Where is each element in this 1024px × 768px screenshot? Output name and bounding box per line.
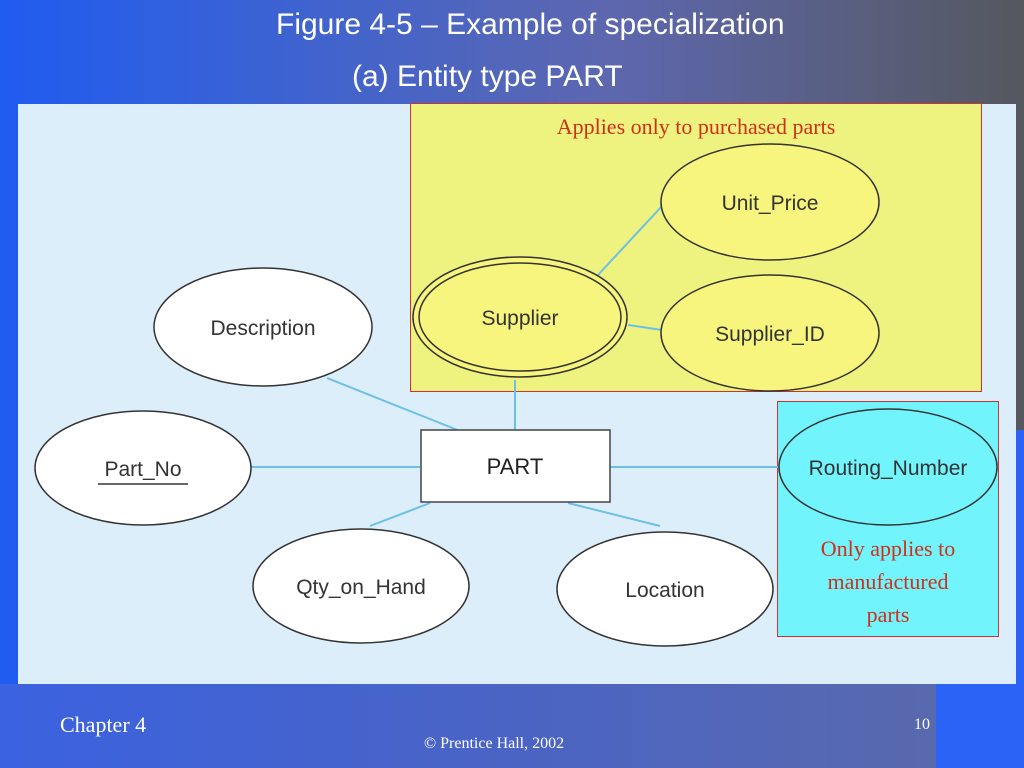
copyright-label: © Prentice Hall, 2002 [424,735,565,752]
attribute-part-no-ellipse [34,410,252,526]
manufactured-parts-note-line3: parts [866,602,910,627]
corner-accent [936,684,1024,768]
attribute-supplier-id-ellipse [660,274,880,392]
connector-location [567,502,661,527]
attribute-location-ellipse [556,531,774,647]
slide-subtitle: (a) Entity type PART [352,60,623,93]
footer-band [0,684,1024,768]
entity-part-label: PART [487,454,544,479]
attribute-supplier-id-label: Supplier_ID [715,323,825,346]
attribute-supplier-inner-ellipse [418,262,622,372]
page-number: 10 [914,716,930,733]
manufactured-parts-note-line2: manufactured [827,569,949,594]
attribute-routing-number-ellipse [778,408,998,526]
attribute-unit-price-label: Unit_Price [722,192,819,215]
attribute-routing-number-label: Routing_Number [809,457,968,480]
connector-qty-on-hand [369,502,431,527]
attribute-qty-on-hand-label: Qty_on_Hand [296,576,426,599]
slide-title: Figure 4-5 – Example of specialization [276,8,785,41]
attribute-description-label: Description [210,317,315,340]
purchased-parts-note: Applies only to purchased parts [556,114,836,139]
attribute-supplier-label: Supplier [481,307,558,330]
side-accent [1016,430,1024,684]
entity-part-box [420,429,611,503]
attribute-unit-price-ellipse [660,143,880,261]
attribute-part-no-label: Part_No [104,458,181,481]
connector-supplier-id [627,324,663,331]
attribute-description-ellipse [153,267,373,387]
attribute-qty-on-hand-ellipse [252,528,470,644]
connector-description [326,377,461,432]
connector-unit-price [597,204,664,276]
manufactured-parts-note-line1: Only applies to [820,536,956,561]
chapter-label: Chapter 4 [60,712,147,737]
attribute-location-label: Location [625,579,704,602]
